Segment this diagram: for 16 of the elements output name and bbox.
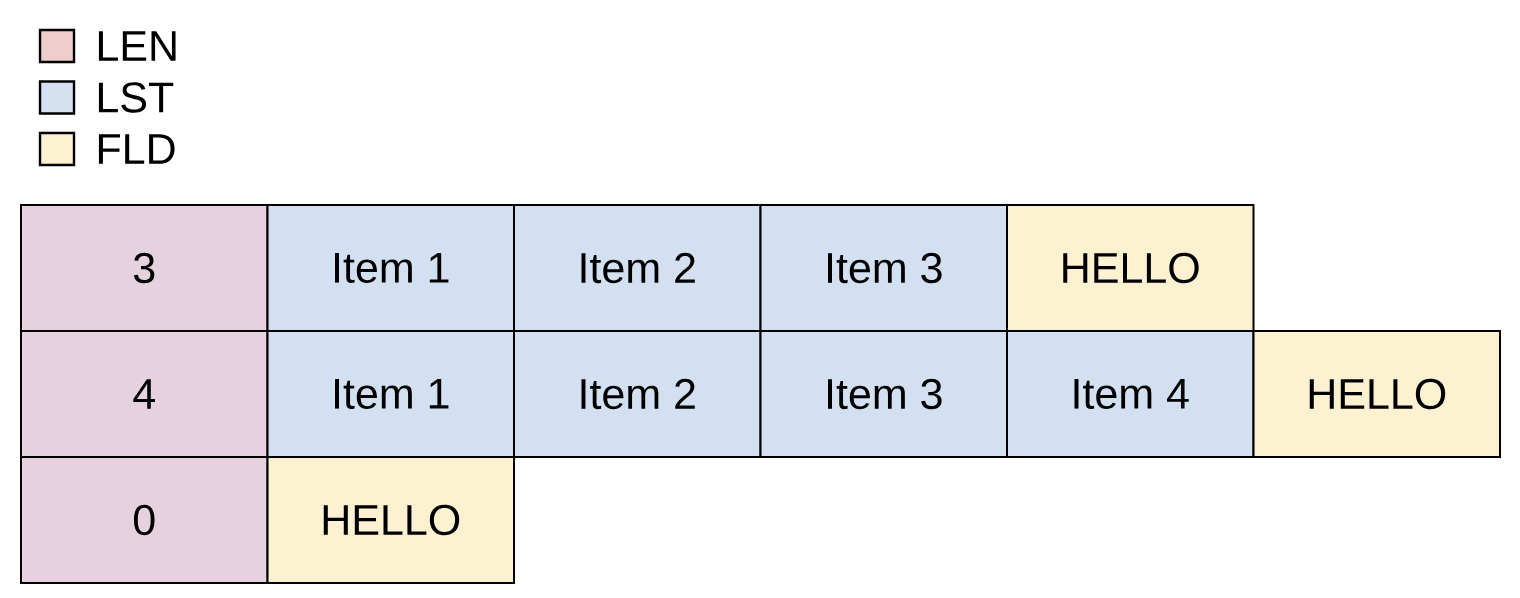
length-cell: 4: [20, 330, 269, 458]
length-cell: 3: [20, 204, 269, 332]
field-cell: HELLO: [1006, 204, 1255, 332]
list-item-cell: Item 3: [759, 330, 1008, 458]
field-cell: HELLO: [1252, 330, 1501, 458]
length-cell: 0: [20, 456, 269, 584]
legend-label: LST: [98, 82, 174, 113]
list-item-cell: Item 2: [513, 204, 762, 332]
list-item-cell: Item 4: [1006, 330, 1255, 458]
list-item-cell: Item 3: [759, 204, 1008, 332]
legend-label: LEN: [98, 31, 176, 61]
list-item-cell: Item 1: [266, 330, 515, 458]
legend-label: FLD: [98, 134, 175, 164]
list-item-cell: Item 1: [266, 204, 515, 332]
field-cell: HELLO: [266, 456, 515, 584]
list-item-cell: Item 2: [513, 330, 762, 458]
